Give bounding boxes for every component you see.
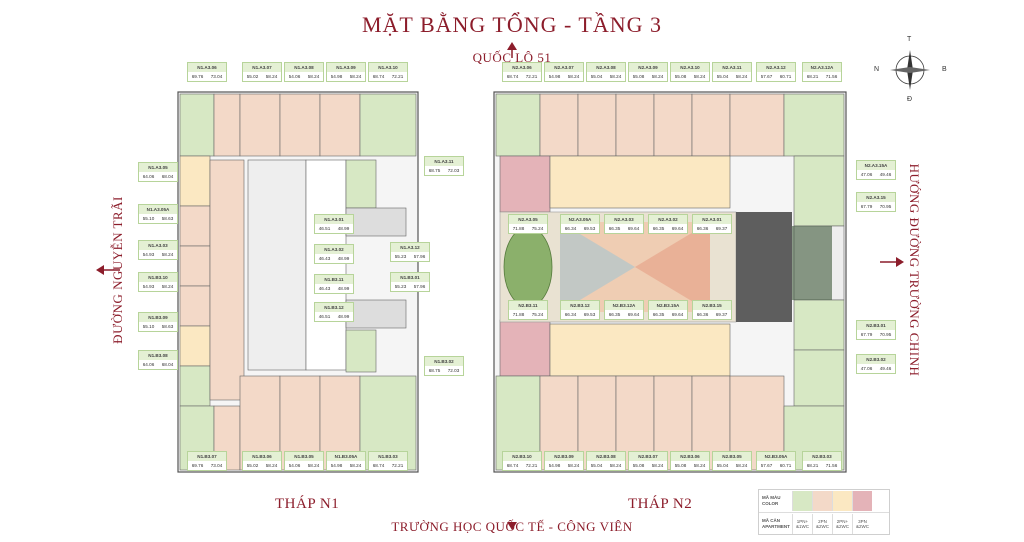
tower-label-n1: THÁP N1 [275,496,340,512]
arrow-left-road [96,265,120,275]
compass-south-label: Đ [907,96,913,103]
compass-icon [890,50,930,90]
legend-color-row: MÃ MÀU COLOR [759,490,889,512]
legend-code: 3PN &2WC [852,514,872,534]
arrow-bottom-road [507,522,517,530]
legend-code: 2PN+ &2WC [832,514,852,534]
tower-n1-plan [177,91,419,473]
legend-code: 1PN+ &1WC [792,514,812,534]
compass-east-label: B [942,66,947,73]
legend-color-header: MÃ MÀU COLOR [762,495,781,506]
arrow-right-road [880,257,904,267]
legend-swatch [832,491,852,511]
color-legend: MÃ MÀU COLOR MÃ CĂN APARTMENT 1PN+ &1WC … [758,489,890,535]
compass-north-label: T [907,36,912,43]
compass-rose: T Đ N B [874,36,947,103]
legend-swatch [852,491,872,511]
legend-swatch [812,491,832,511]
arrow-top-road [507,42,517,58]
legend-swatch [792,491,812,511]
compass-west-label: N [874,66,880,73]
legend-code-row: MÃ CĂN APARTMENT 1PN+ &1WC 2PN &2WC 2PN+… [759,512,889,535]
tower-label-n2: THÁP N2 [628,496,693,512]
legend-code: 2PN &2WC [812,514,832,534]
legend-code-header: MÃ CĂN APARTMENT [762,518,790,529]
page-title: MẶT BẰNG TỔNG - TẦNG 3 [361,12,663,37]
tower-n2-plan [493,91,847,473]
